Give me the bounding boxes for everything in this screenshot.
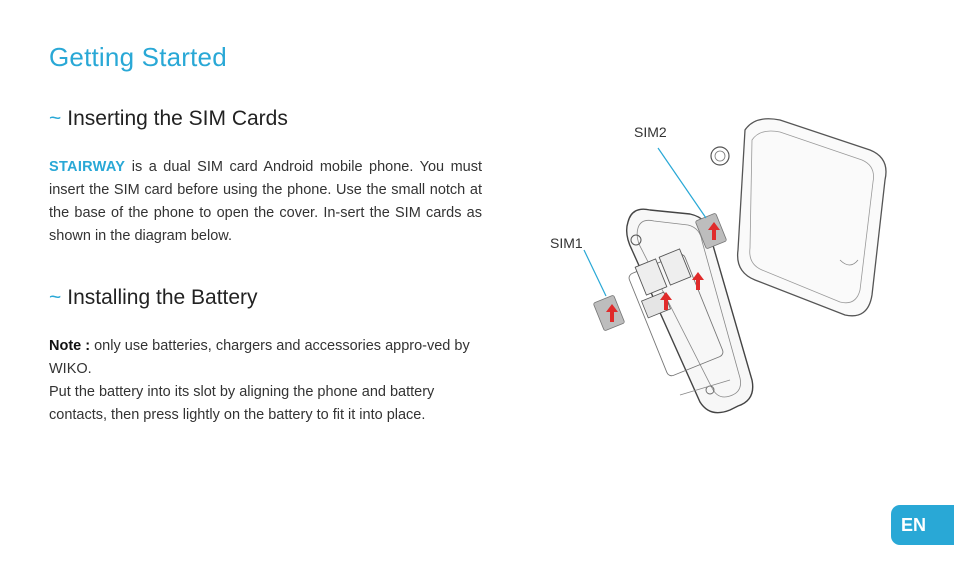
insert-arrow-sim2 (692, 272, 704, 290)
brand-name: STAIRWAY (49, 159, 126, 175)
sim2-callout-line (657, 147, 707, 219)
battery-paragraph: Note : only use batteries, chargers and … (49, 335, 482, 427)
sim-paragraph: STAIRWAY is a dual SIM card Android mobi… (49, 156, 482, 248)
sim1-label: SIM1 (550, 235, 583, 251)
tilde-bullet: ~ (49, 107, 62, 130)
sim-paragraph-text: is a dual SIM card Android mobile phone.… (49, 159, 482, 244)
sim2-label: SIM2 (634, 124, 667, 140)
sim1-callout-line (583, 249, 607, 297)
section-heading-battery: ~Installing the Battery (49, 286, 258, 310)
page-title: Getting Started (49, 42, 227, 72)
sim1-card-illustration (593, 295, 625, 331)
back-cover-illustration (710, 118, 887, 317)
tilde-bullet: ~ (49, 286, 62, 309)
battery-instructions: Put the battery into its slot by alignin… (49, 384, 435, 423)
section-heading-battery-text: Installing the Battery (67, 286, 258, 309)
section-heading-sim: ~Inserting the SIM Cards (49, 107, 288, 131)
section-heading-sim-text: Inserting the SIM Cards (67, 107, 288, 130)
phone-diagram-illustration: SIM2 SIM1 (550, 118, 887, 414)
insert-arrow-sim1 (660, 292, 672, 310)
note-text: only use batteries, chargers and accesso… (49, 338, 470, 377)
note-label: Note : (49, 338, 91, 354)
language-tab: EN (891, 505, 954, 545)
sim-insertion-diagram: SIM2 SIM1 (540, 110, 900, 430)
phone-body-illustration (625, 208, 754, 414)
